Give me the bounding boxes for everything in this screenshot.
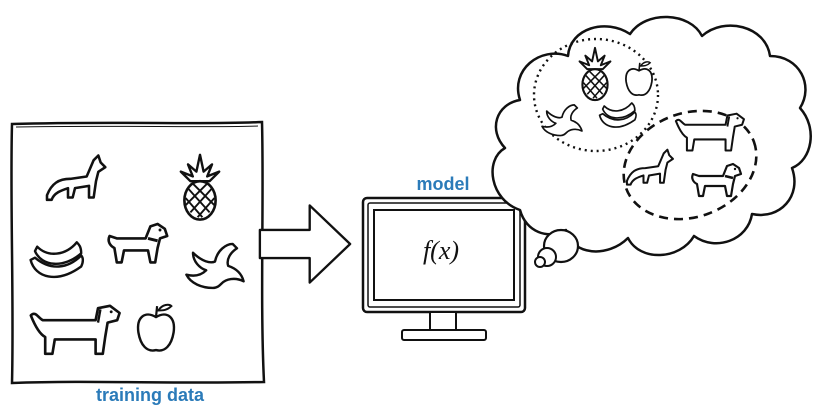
thought-bubble xyxy=(491,15,812,268)
training-data-box xyxy=(10,120,266,385)
model-label: model xyxy=(416,174,470,194)
computer-monitor-icon xyxy=(361,196,527,341)
training-data-label: training data xyxy=(95,385,204,405)
arrow-icon xyxy=(258,204,352,284)
function-label: f(x) xyxy=(422,236,460,265)
fruit-cluster xyxy=(532,37,660,153)
canine-cluster xyxy=(622,109,758,221)
